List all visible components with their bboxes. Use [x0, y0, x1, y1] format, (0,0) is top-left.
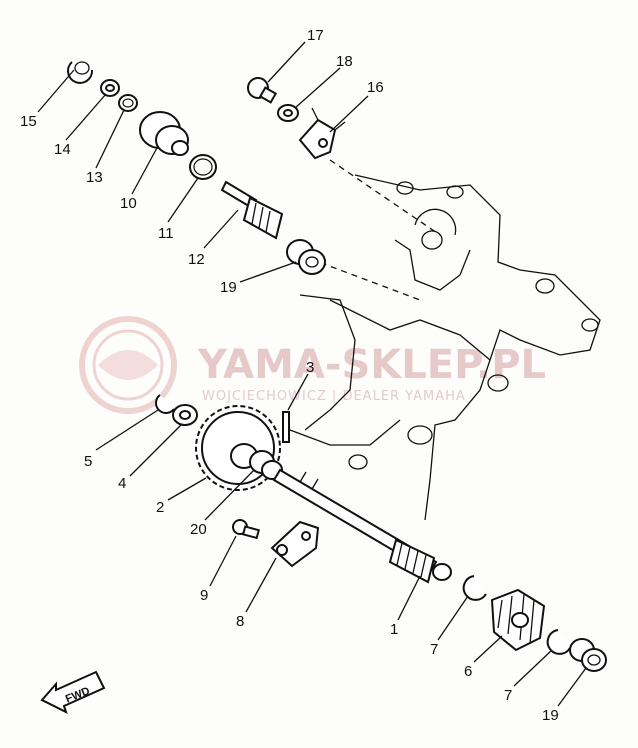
part-14-washer: [100, 79, 120, 97]
part-17-bolt: [247, 77, 278, 104]
callout-2: 2: [156, 499, 164, 516]
callout-14: 14: [54, 141, 71, 158]
fwd-arrow-icon: FWD: [40, 670, 106, 714]
callout-7-upper: 7: [430, 641, 438, 658]
part-8-stopper-plate: [270, 520, 320, 568]
callout-12: 12: [188, 251, 205, 268]
callout-10: 10: [120, 195, 137, 212]
callout-18: 18: [336, 53, 353, 70]
crankcase-outline: [289, 159, 601, 521]
part-7-clip-lower: [546, 629, 571, 655]
watermark-subline: WOJCIECHOWICZ | DEALER YAMAHA: [202, 389, 466, 404]
part-3-pin: [282, 411, 290, 443]
part-16-fork: [298, 107, 346, 160]
part-4-washer: [172, 404, 198, 426]
callout-11: 11: [158, 225, 174, 242]
callout-19-lower: 19: [542, 707, 559, 724]
callout-3: 3: [306, 359, 314, 376]
callout-20: 20: [190, 521, 207, 538]
callout-7-lower: 7: [504, 687, 512, 704]
callout-16: 16: [367, 79, 384, 96]
callout-8: 8: [236, 613, 244, 630]
part-12-gear-shaft: [220, 180, 284, 240]
part-11-o-ring: [189, 154, 217, 180]
part-13-o-ring: [118, 94, 138, 112]
part-19-collar-upper: [286, 239, 326, 275]
callout-5: 5: [84, 453, 92, 470]
part-9-bolt: [232, 519, 260, 540]
part-5-clip: [155, 394, 175, 414]
callout-4: 4: [118, 475, 126, 492]
callout-13: 13: [86, 169, 103, 186]
callout-17: 17: [307, 27, 324, 44]
leader-lines: [37, 41, 587, 707]
part-18-washer: [277, 104, 299, 122]
part-6-pinion-gear: [490, 588, 546, 652]
part-7-clip-upper: [462, 575, 487, 601]
part-1-kick-shaft: [272, 468, 452, 584]
part-10-bushing: [139, 111, 189, 156]
callout-15: 15: [20, 113, 37, 130]
callout-1: 1: [390, 621, 398, 638]
part-15-clip: [67, 61, 94, 84]
callout-6: 6: [464, 663, 472, 680]
callout-9: 9: [200, 587, 208, 604]
part-19-collar-lower: [569, 638, 607, 672]
watermark-logo: [79, 316, 177, 414]
callout-19-upper: 19: [220, 279, 237, 296]
